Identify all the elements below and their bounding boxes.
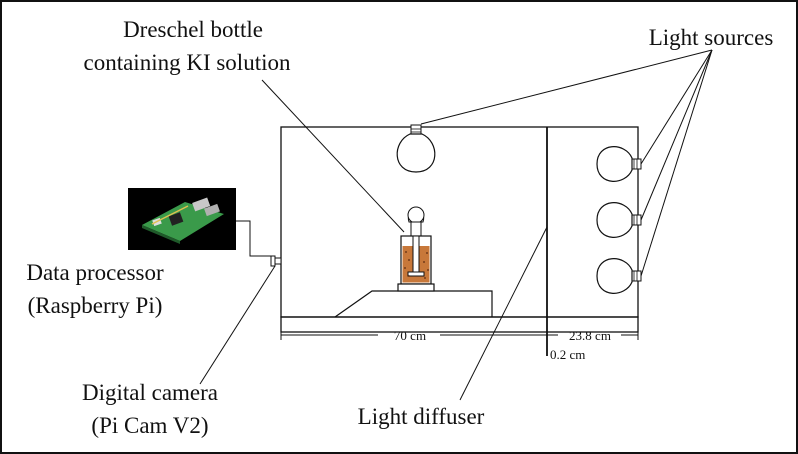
enclosure-box	[280, 126, 639, 318]
label-data-processor-line2: (Raspberry Pi)	[28, 293, 163, 318]
enclosure-base	[280, 316, 639, 333]
camera-icon	[270, 255, 282, 267]
dreschel-leader-line	[261, 79, 405, 233]
camera-cable	[236, 220, 275, 257]
camera-leader-line	[199, 265, 276, 385]
dimension-lines	[280, 330, 639, 340]
raspberry-pi-photo	[128, 188, 236, 250]
sample-platform	[334, 290, 493, 318]
label-dreschel-line2: containing KI solution	[84, 50, 291, 75]
dreschel-bottle	[397, 206, 435, 292]
dimension-diffuser-thickness: 0.2 cm	[550, 347, 585, 362]
light-bulb-icon	[396, 124, 436, 173]
label-light-diffuser: Light diffuser	[358, 404, 485, 429]
light-sources-leader-lines	[420, 49, 713, 277]
label-light-sources: Light sources	[649, 25, 774, 50]
light-bulb-icon	[596, 202, 642, 238]
light-bulb-icon	[596, 146, 642, 182]
label-camera-line1: Digital camera	[82, 380, 218, 405]
label-data-processor-line1: Data processor	[26, 260, 164, 285]
light-bulb-icon	[596, 258, 642, 294]
dimension-main-chamber: 70 cm	[394, 328, 426, 343]
label-dreschel-line1: Dreschel bottle	[123, 17, 263, 42]
dimension-light-chamber: 23.8 cm	[569, 328, 611, 343]
diffuser-leader-line	[459, 226, 548, 401]
label-camera-line2: (Pi Cam V2)	[91, 413, 208, 438]
